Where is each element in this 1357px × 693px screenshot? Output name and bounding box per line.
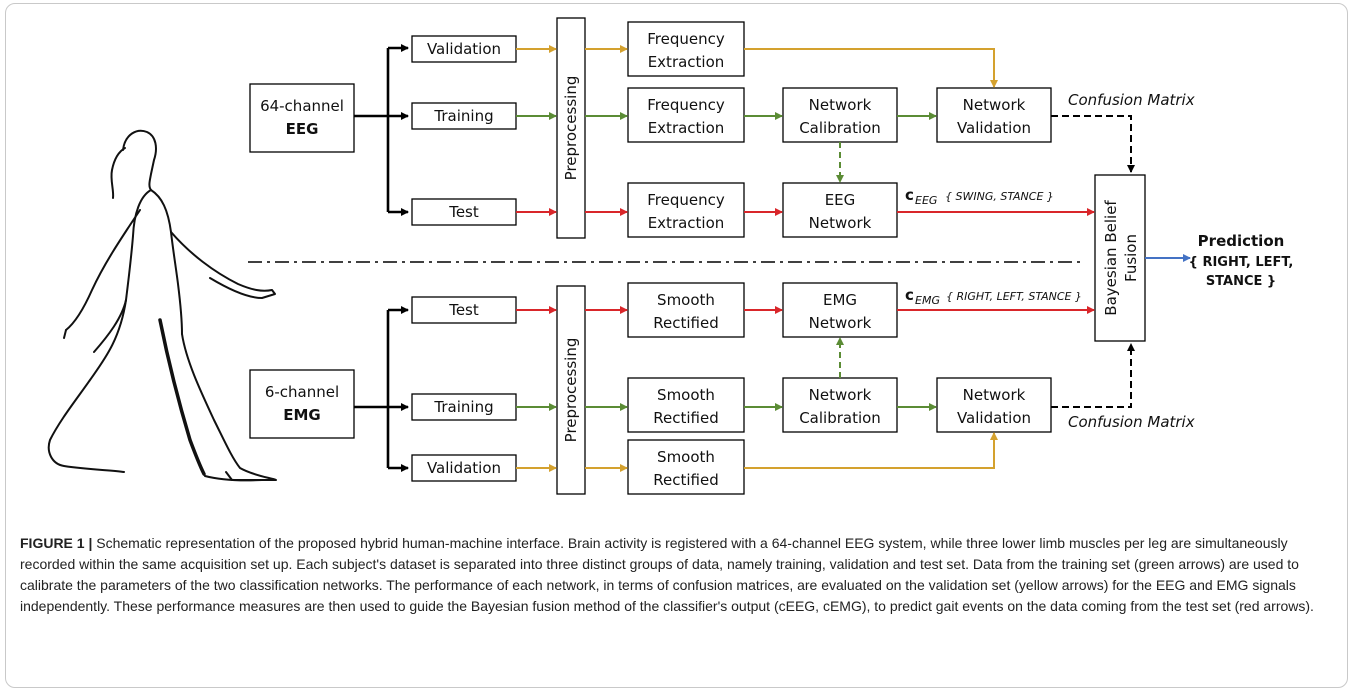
svg-text:Network: Network — [809, 214, 872, 232]
svg-text:Validation: Validation — [957, 119, 1031, 137]
svg-text:{ RIGHT, LEFT, STANCE }: { RIGHT, LEFT, STANCE } — [946, 290, 1082, 303]
svg-text:EMG: EMG — [823, 291, 857, 309]
svg-text:Rectified: Rectified — [653, 471, 718, 489]
svg-text:Network: Network — [809, 314, 872, 332]
svg-text:{ SWING, STANCE }: { SWING, STANCE } — [945, 190, 1054, 203]
figure-caption: FIGURE 1 | Schematic representation of t… — [20, 533, 1340, 617]
emg-preprocessing-box: Preprocessing — [556, 285, 586, 495]
c-emg-label: c EMG { RIGHT, LEFT, STANCE } — [905, 286, 1082, 307]
bayesian-fusion-box: Bayesian Belief Fusion — [1094, 174, 1146, 342]
svg-text:Preprocessing: Preprocessing — [562, 338, 580, 443]
svg-text:EMG: EMG — [283, 406, 321, 424]
svg-text:EEG: EEG — [915, 194, 937, 207]
svg-text:Frequency: Frequency — [647, 191, 725, 209]
svg-text:Extraction: Extraction — [648, 53, 725, 71]
svg-text:Validation: Validation — [427, 459, 501, 477]
svg-text:EEG: EEG — [286, 120, 319, 138]
svg-text:Training: Training — [433, 398, 493, 416]
emg-network-box: EMG Network — [782, 282, 898, 338]
emg-training-box: Training — [411, 393, 517, 421]
prediction-label: Prediction { RIGHT, LEFT, STANCE } — [1189, 232, 1294, 289]
svg-text:Network: Network — [963, 96, 1026, 114]
svg-text:EEG: EEG — [825, 191, 856, 209]
emg-validation-path — [744, 432, 998, 469]
eeg-training-box: Training — [411, 102, 517, 130]
eeg-network-box: EEG Network — [782, 182, 898, 238]
svg-text:Training: Training — [433, 107, 493, 125]
svg-text:Extraction: Extraction — [648, 119, 725, 137]
svg-text:Validation: Validation — [957, 409, 1031, 427]
eeg-confusion-arrow — [1051, 115, 1135, 173]
svg-text:EMG: EMG — [915, 294, 940, 307]
caption-label: FIGURE 1 | — [20, 535, 93, 551]
svg-text:6-channel: 6-channel — [265, 383, 339, 401]
svg-text:Validation: Validation — [427, 40, 501, 58]
emg-confusion-arrow — [1051, 343, 1135, 408]
svg-text:{ RIGHT, LEFT,: { RIGHT, LEFT, — [1189, 255, 1294, 270]
svg-text:Extraction: Extraction — [648, 214, 725, 232]
svg-text:Network: Network — [809, 96, 872, 114]
svg-text:c: c — [905, 186, 914, 204]
svg-text:Frequency: Frequency — [647, 30, 725, 48]
svg-text:Network: Network — [963, 386, 1026, 404]
emg-validation-box: Validation — [411, 454, 517, 482]
eeg-validation-path — [744, 48, 998, 88]
emg-confusion-label: Confusion Matrix — [1068, 413, 1195, 431]
svg-text:Calibration: Calibration — [799, 409, 881, 427]
svg-text:64-channel: 64-channel — [260, 97, 344, 115]
eeg-branch-arrows — [354, 44, 409, 216]
eeg-source-box: 64-channel EEG — [249, 83, 355, 153]
svg-text:Smooth: Smooth — [657, 291, 715, 309]
svg-text:STANCE }: STANCE } — [1206, 274, 1276, 289]
svg-text:Frequency: Frequency — [647, 96, 725, 114]
svg-text:Smooth: Smooth — [657, 386, 715, 404]
emg-branch-arrows — [354, 306, 409, 472]
caption-text: Schematic representation of the proposed… — [20, 535, 1314, 614]
walking-person-illustration — [47, 129, 277, 482]
eeg-preprocessing-box: Preprocessing — [556, 17, 586, 239]
c-eeg-label: c EEG { SWING, STANCE } — [905, 186, 1054, 207]
eeg-confusion-label: Confusion Matrix — [1068, 91, 1195, 109]
svg-text:Prediction: Prediction — [1198, 232, 1285, 250]
svg-text:Calibration: Calibration — [799, 119, 881, 137]
svg-text:c: c — [905, 286, 914, 304]
eeg-validation-box: Validation — [411, 35, 517, 63]
figure-frame — [5, 3, 1348, 688]
svg-text:Fusion: Fusion — [1122, 234, 1140, 282]
svg-text:Network: Network — [809, 386, 872, 404]
eeg-test-box: Test — [411, 198, 517, 226]
svg-text:Smooth: Smooth — [657, 448, 715, 466]
emg-source-box: 6-channel EMG — [249, 369, 355, 439]
svg-text:Rectified: Rectified — [653, 409, 718, 427]
svg-text:Rectified: Rectified — [653, 314, 718, 332]
schematic-diagram: 64-channel EEG 6-channel EMG Validation … — [47, 17, 1294, 495]
svg-text:Test: Test — [448, 203, 479, 221]
svg-text:Test: Test — [448, 301, 479, 319]
svg-text:Preprocessing: Preprocessing — [562, 76, 580, 181]
svg-text:Bayesian Belief: Bayesian Belief — [1102, 200, 1120, 316]
emg-test-box: Test — [411, 296, 517, 324]
